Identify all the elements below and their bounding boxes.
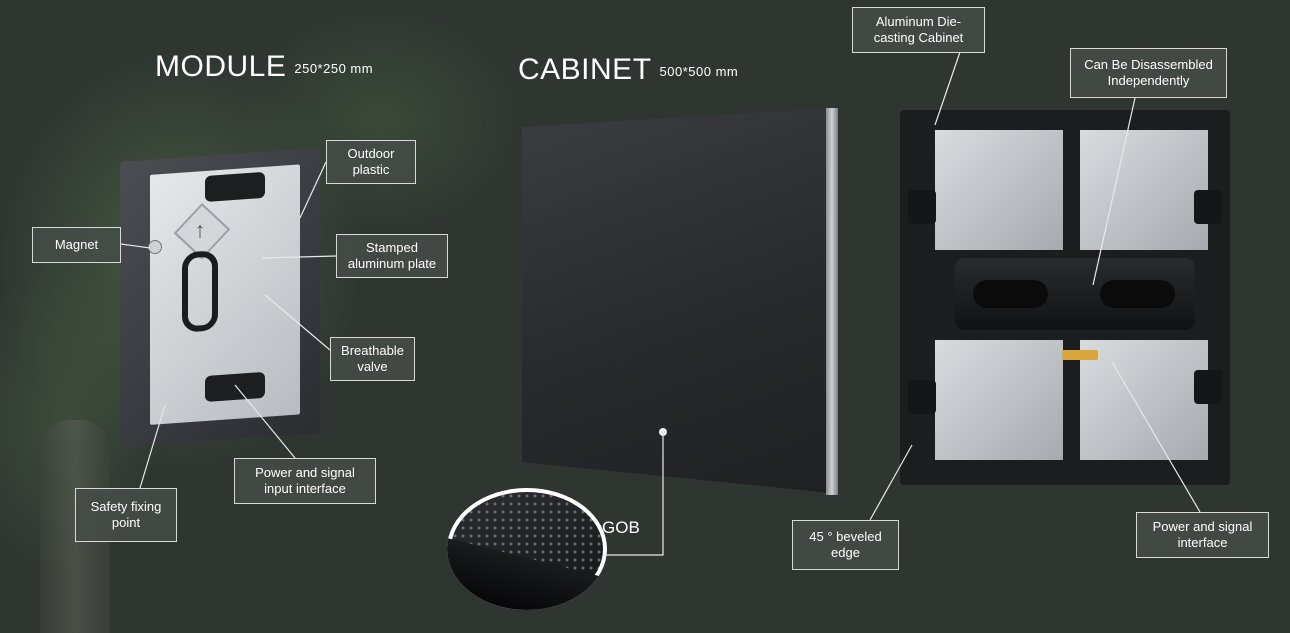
module-bottom-connector (205, 371, 265, 403)
back-handle-right-bottom (1194, 370, 1222, 404)
cabinet-front-image (522, 108, 832, 493)
magnet-point (148, 240, 162, 254)
callout-power-signal: Power and signal interface (1136, 512, 1269, 558)
callout-safety-fixing: Safety fixing point (75, 488, 177, 542)
module-size: 250*250 mm (294, 60, 374, 76)
callout-stamped-plate: Stamped aluminum plate (336, 234, 448, 278)
callout-breathable-valve: Breathable valve (330, 337, 415, 381)
module-heading: MODULE 250*250 mm (155, 50, 373, 84)
callout-power-input: Power and signal input interface (234, 458, 376, 504)
module-top-connector (205, 171, 265, 203)
gob-label: GOB (602, 518, 640, 537)
cabinet-size: 500*500 mm (659, 63, 739, 79)
cabinet-front-edge (826, 108, 838, 495)
gob-magnifier (447, 488, 607, 610)
power-box-slot-right (1100, 280, 1175, 308)
callout-outdoor-plastic: Outdoor plastic (326, 140, 416, 184)
back-handle-left-top (908, 190, 936, 224)
cabinet-heading: CABINET 500*500 mm (518, 53, 738, 87)
power-box-slot-left (973, 280, 1048, 308)
back-module-top-right (1080, 130, 1208, 250)
back-module-bottom-right (1080, 340, 1208, 460)
module-handle (182, 250, 218, 333)
back-handle-left-bottom (908, 380, 936, 414)
module-image: ↑ (120, 148, 320, 447)
callout-magnet: Magnet (32, 227, 121, 263)
power-box (955, 258, 1195, 330)
gob-marker (659, 428, 667, 436)
back-handle-right-top (1194, 190, 1222, 224)
callout-disassembled: Can Be Disassembled Independently (1070, 48, 1227, 98)
callout-beveled-edge: 45 ° beveled edge (792, 520, 899, 570)
back-module-top-left (935, 130, 1063, 250)
back-module-bottom-left (935, 340, 1063, 460)
callout-aluminum-cabinet: Aluminum Die-casting Cabinet (852, 7, 985, 53)
module-title: MODULE (155, 50, 287, 83)
up-arrow-icon: ↑ (194, 217, 206, 243)
cabinet-title: CABINET (518, 53, 652, 86)
signal-connector (1062, 350, 1098, 360)
